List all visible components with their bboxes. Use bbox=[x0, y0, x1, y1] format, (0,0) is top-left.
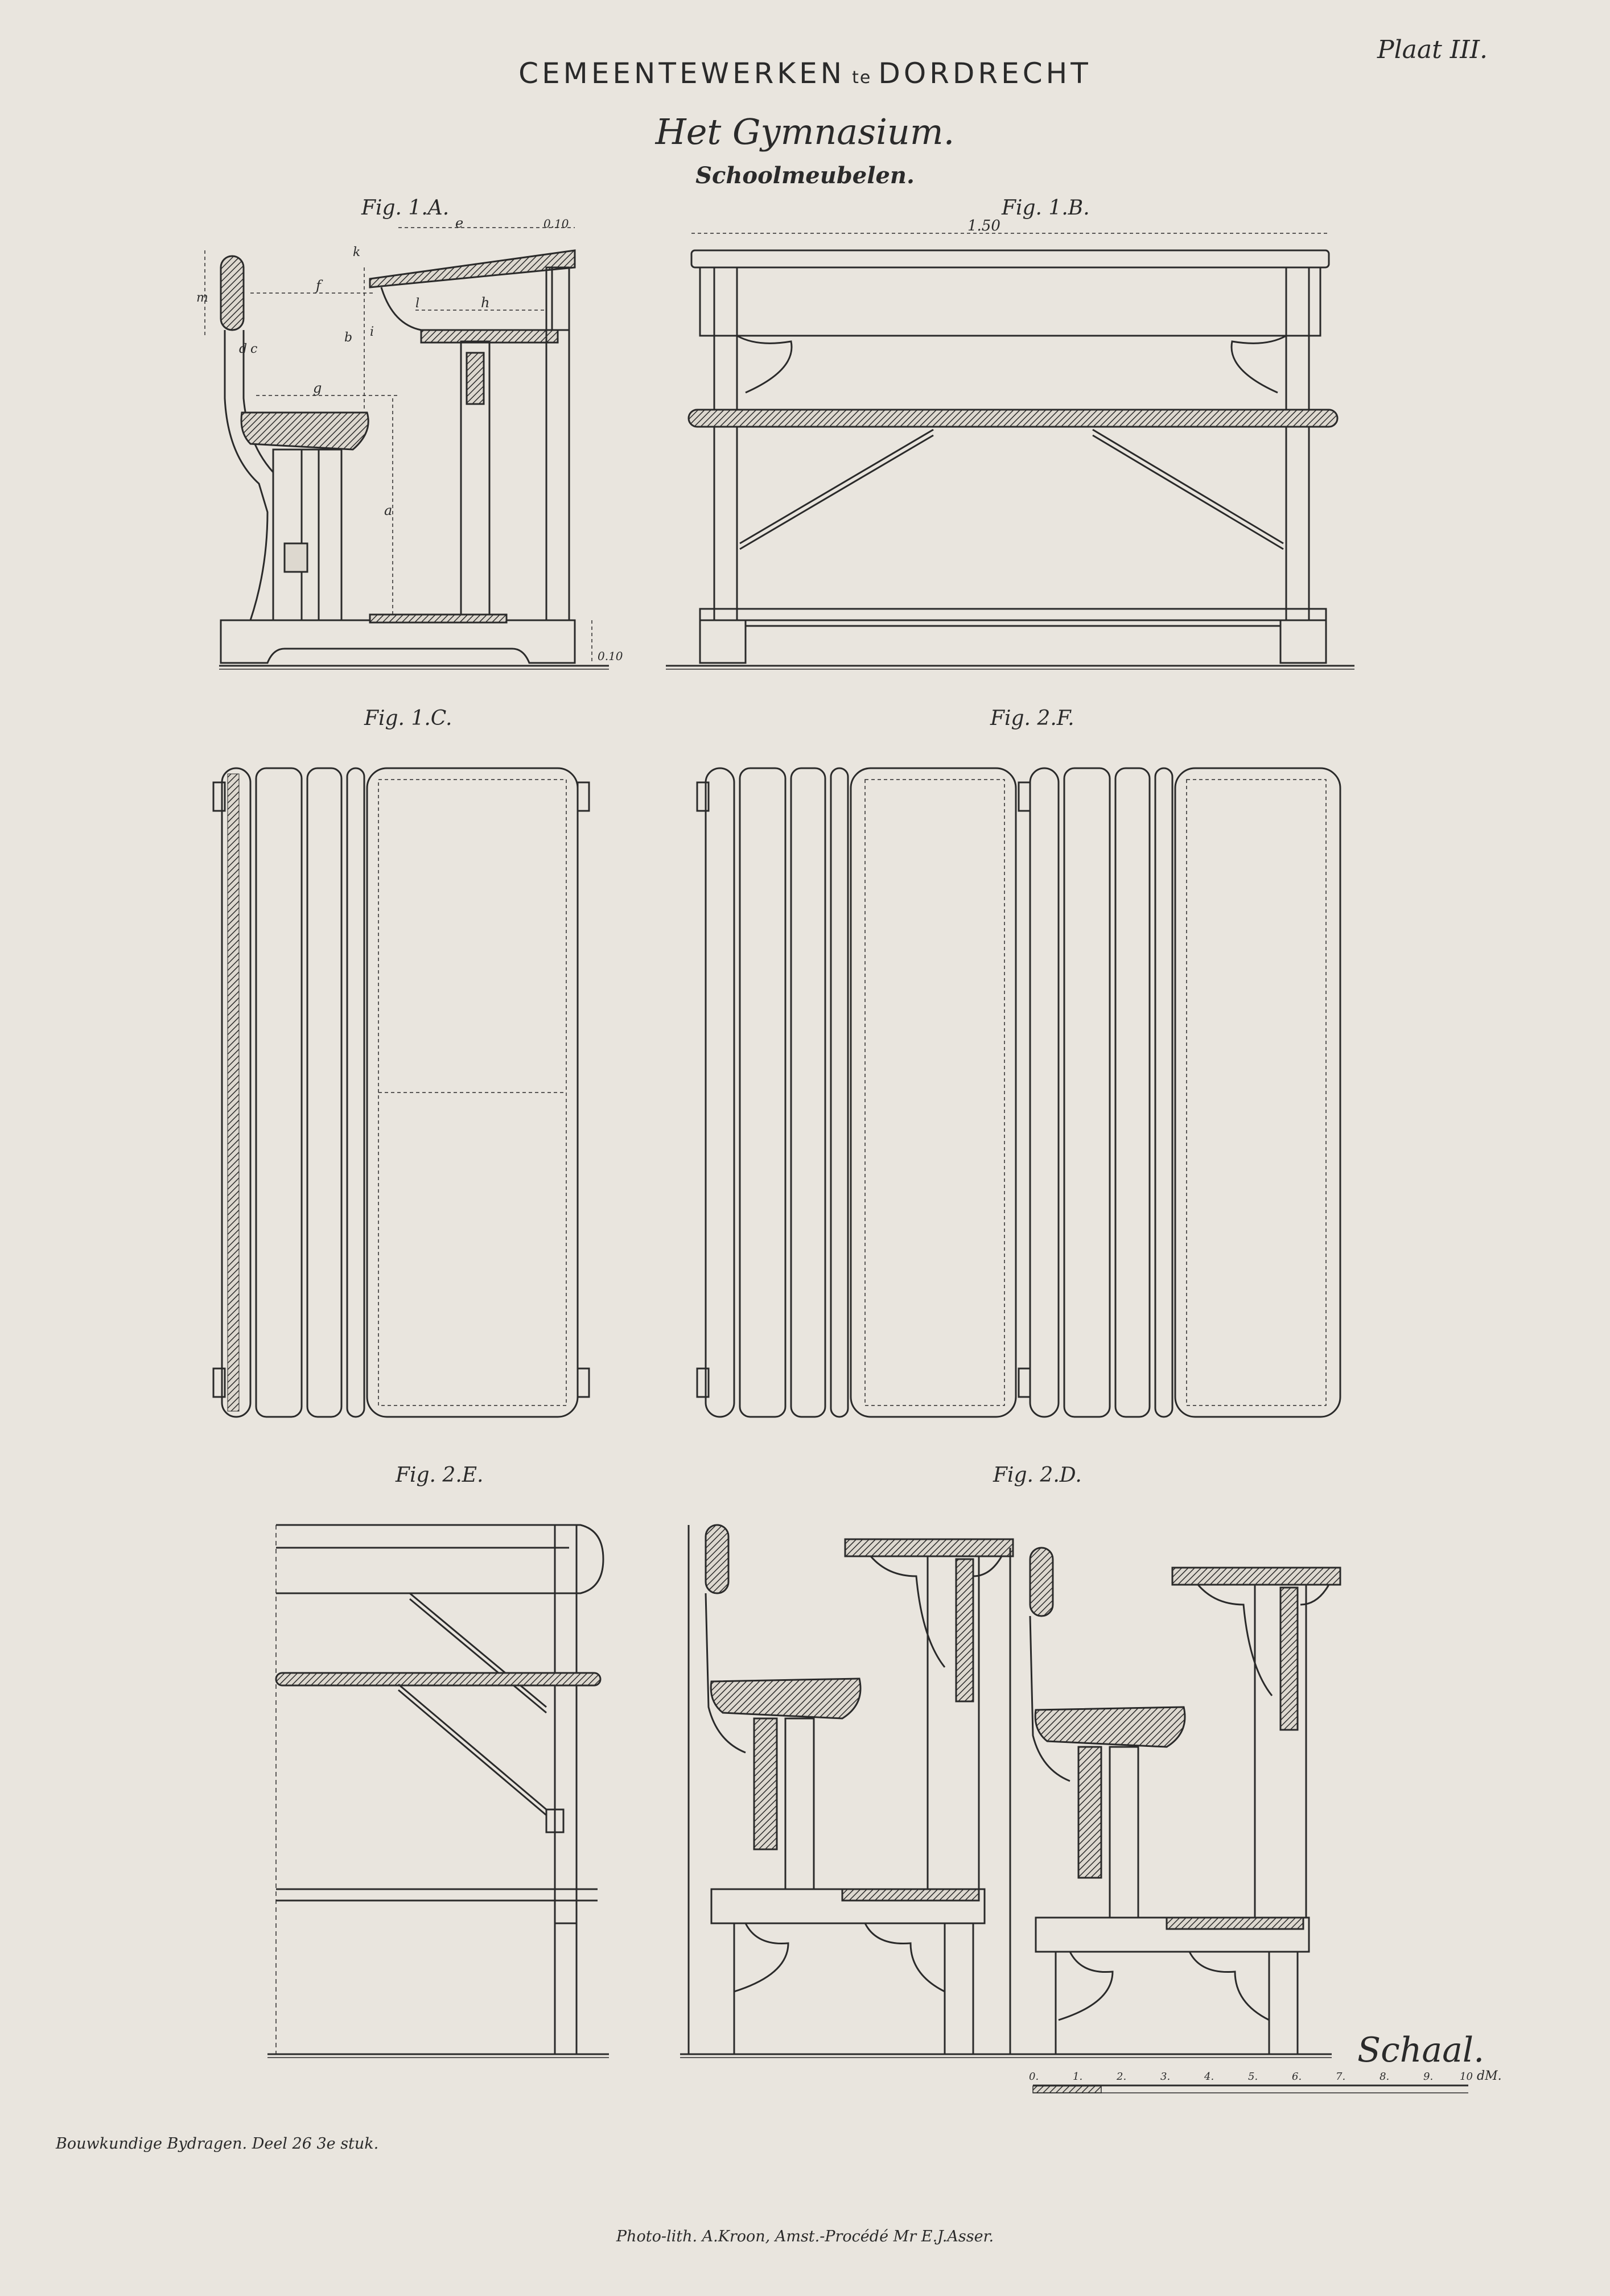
header-subject: Schoolmeubelen. bbox=[695, 162, 915, 189]
scale-tick: 9. bbox=[1423, 2071, 1433, 2083]
scale-title: Schaal. bbox=[1357, 2030, 1485, 2070]
scale-tick: 6. bbox=[1292, 2071, 1302, 2083]
fig-1c-label: Fig. 1.C. bbox=[364, 707, 452, 730]
dim-f: f bbox=[315, 278, 323, 294]
fig-2d-label: Fig. 2.D. bbox=[993, 1464, 1082, 1487]
scale-tick: 1. bbox=[1073, 2071, 1082, 2083]
dim-i: i bbox=[370, 325, 374, 339]
fig-2f-label: Fig. 2.F. bbox=[990, 707, 1074, 730]
scale-tick: 10 bbox=[1460, 2071, 1473, 2083]
scale-tick: 0. bbox=[1029, 2071, 1039, 2083]
source-note: Bouwkundige Bydragen. Deel 26 3e stuk. bbox=[56, 2135, 379, 2153]
dim-e: e bbox=[455, 215, 463, 231]
scale-bar bbox=[1032, 2084, 1468, 2093]
dim-l: l bbox=[415, 296, 419, 311]
fig-1c-drawing bbox=[212, 767, 590, 1418]
plate-number: Plaat III. bbox=[1377, 35, 1488, 64]
dim-a: a bbox=[384, 502, 392, 518]
fig-1a-drawing bbox=[204, 227, 609, 670]
scale-tick: 8. bbox=[1380, 2071, 1389, 2083]
dim-top: 0.10 bbox=[543, 217, 569, 230]
header-title-part1: CEMEENTEWERKEN bbox=[518, 57, 846, 90]
scale-ticks: 0. 1. 2. 3. 4. 5. 6. 7. 8. 9. 10 dM. bbox=[1029, 2069, 1502, 2083]
scale-tick: 3. bbox=[1160, 2071, 1170, 2083]
printer-note: Photo-lith. A.Kroon, Amst.-Procédé Mr E.… bbox=[616, 2228, 994, 2245]
fig-2d-drawing bbox=[680, 1524, 1341, 2058]
dim-base: 0.10 bbox=[598, 649, 623, 663]
header-title-te: te bbox=[852, 68, 872, 88]
dim-total-width: 1.50 bbox=[967, 217, 1000, 234]
dim-g: g bbox=[313, 380, 322, 396]
dim-d: d bbox=[239, 342, 247, 356]
fig-1b-drawing bbox=[666, 233, 1354, 670]
header-title-part2: DORDRECHT bbox=[878, 57, 1092, 90]
scale-tick: 4. bbox=[1204, 2071, 1214, 2083]
dim-c: c bbox=[250, 342, 257, 356]
header-subtitle: Het Gymnasium. bbox=[655, 111, 955, 152]
scale-tick: 2. bbox=[1116, 2071, 1126, 2083]
dim-k: k bbox=[353, 245, 360, 259]
scale-tick: 7. bbox=[1336, 2071, 1345, 2083]
fig-2e-drawing bbox=[267, 1524, 609, 2058]
scale-unit: dM. bbox=[1477, 2069, 1502, 2083]
dim-h: h bbox=[481, 295, 489, 311]
fig-1b-label: Fig. 1.B. bbox=[1002, 196, 1090, 220]
dim-m: m bbox=[196, 291, 208, 305]
dim-b: b bbox=[344, 331, 352, 345]
fig-1a-label: Fig. 1.A. bbox=[361, 196, 450, 220]
header-title: CEMEENTEWERKEN te DORDRECHT bbox=[0, 57, 1610, 90]
fig-2e-label: Fig. 2.E. bbox=[396, 1464, 484, 1487]
scale-tick: 5. bbox=[1248, 2071, 1258, 2083]
fig-2f-drawing bbox=[696, 767, 1341, 1418]
